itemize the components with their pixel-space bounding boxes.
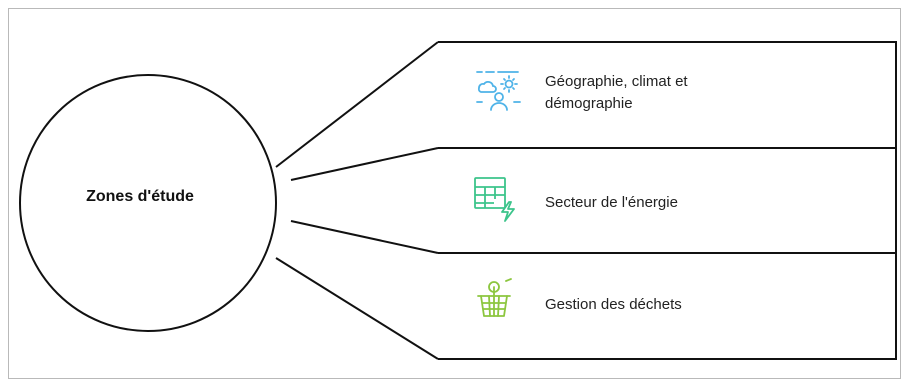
item-label-waste: Gestion des déchets bbox=[545, 294, 875, 316]
center-circle bbox=[19, 74, 277, 332]
item-label-geography-line1: Géographie, climat et bbox=[545, 73, 688, 90]
item-label-waste-line1: Gestion des déchets bbox=[545, 296, 682, 313]
connector-line-4 bbox=[275, 257, 439, 360]
waste-bin-icon bbox=[477, 278, 512, 317]
item-label-geography: Géographie, climat et démographie bbox=[545, 71, 875, 115]
center-label: Zones d'étude bbox=[86, 188, 194, 205]
connector-line-2 bbox=[290, 147, 439, 181]
item-label-energy-line1: Secteur de l'énergie bbox=[545, 194, 678, 211]
item-label-geography-line2: démographie bbox=[545, 95, 633, 112]
item-label-energy: Secteur de l'énergie bbox=[545, 192, 875, 214]
connector-line-3 bbox=[290, 220, 439, 254]
geography-climate-demography-icon bbox=[476, 71, 521, 111]
panel-outline bbox=[438, 41, 897, 360]
energy-grid-lightning-icon bbox=[474, 177, 515, 222]
connector-line-1 bbox=[275, 41, 439, 168]
